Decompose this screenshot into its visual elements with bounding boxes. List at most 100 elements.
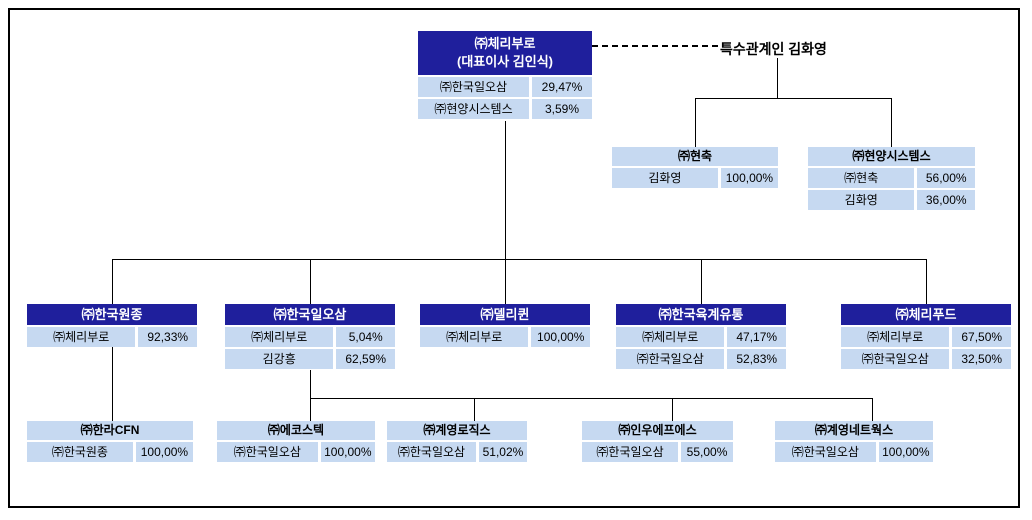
shareholder-pct: 100,00% — [720, 168, 778, 188]
company-name: ㈜체리푸드 — [841, 304, 1011, 325]
subsidiary-box-cherryfood: ㈜체리푸드 ㈜체리부로 67,50% ㈜한국일오삼 32,50% — [841, 304, 1011, 369]
shareholder-pct: 100,00% — [531, 327, 590, 347]
root-company-box: ㈜체리부로 (대표이사 김인식) — [418, 31, 592, 75]
subsidiary-box-hankukilosam: ㈜한국일오삼 ㈜체리부로 5,04% 김강흥 62,59% — [225, 304, 395, 369]
connector-line — [474, 398, 475, 421]
shareholder-name: ㈜한국원종 — [27, 442, 133, 462]
connector-line — [701, 259, 702, 304]
table-row: 김화영 100,00% — [612, 168, 778, 188]
table-row: 김강흥 62,59% — [225, 349, 395, 369]
shareholder-pct: 52,83% — [727, 349, 786, 369]
shareholder-name: ㈜체리부로 — [841, 327, 950, 347]
table-row: ㈜한국일오삼 100,00% — [217, 442, 375, 462]
company-name: ㈜한국원종 — [27, 304, 197, 325]
root-company-name: ㈜체리부로 — [474, 35, 536, 51]
shareholder-name: ㈜한국일오삼 — [775, 442, 876, 462]
company-name: ㈜한국일오삼 — [225, 304, 395, 325]
connector-line — [672, 398, 673, 421]
shareholder-pct: 92,33% — [138, 327, 197, 347]
table-row: ㈜한국일오삼 100,00% — [775, 442, 933, 462]
company-name: ㈜계영네트웍스 — [775, 421, 933, 440]
related-company-box-hyunchuk: ㈜현축 김화영 100,00% — [612, 147, 778, 188]
shareholder-pct: 100,00% — [320, 442, 375, 462]
connector-line — [926, 259, 927, 304]
shareholder-pct: 3,59% — [532, 99, 592, 119]
shareholder-pct: 36,00% — [917, 190, 975, 210]
shareholder-name: ㈜체리부로 — [420, 327, 529, 347]
connector-line — [695, 98, 892, 99]
shareholder-name: ㈜한국일오삼 — [616, 349, 725, 369]
shareholder-pct: 51,02% — [478, 442, 527, 462]
connector-line — [777, 58, 778, 98]
company-name: ㈜현축 — [612, 147, 778, 166]
root-company-ceo: (대표이사 김인식) — [457, 54, 553, 69]
connector-line — [310, 398, 872, 399]
shareholder-pct: 55,00% — [681, 442, 733, 462]
table-row: ㈜한국일오삼 55,00% — [582, 442, 733, 462]
table-row: 김화영 36,00% — [808, 190, 975, 210]
table-row: ㈜한국일오삼 32,50% — [841, 349, 1011, 369]
shareholder-name: ㈜체리부로 — [27, 327, 136, 347]
table-row: ㈜한국일오삼 51,02% — [387, 442, 527, 462]
connector-line — [112, 347, 113, 421]
table-row: ㈜체리부로 5,04% — [225, 327, 395, 347]
second-tier-box-gyeyoungnetworks: ㈜계영네트웍스 ㈜한국일오삼 100,00% — [775, 421, 933, 462]
shareholder-pct: 32,50% — [952, 349, 1011, 369]
table-row: ㈜현축 56,00% — [808, 168, 975, 188]
shareholder-name: ㈜한국일오삼 — [217, 442, 318, 462]
shareholder-name: ㈜한국일오삼 — [387, 442, 476, 462]
connector-line — [112, 259, 927, 260]
related-party-dashed-connector — [592, 45, 718, 47]
company-name: ㈜델리퀸 — [420, 304, 590, 325]
second-tier-box-gyeyounglogics: ㈜계영로직스 ㈜한국일오삼 51,02% — [387, 421, 527, 462]
shareholder-name: 김강흥 — [225, 349, 334, 369]
subsidiary-box-hankukyukgye: ㈜한국육계유통 ㈜체리부로 47,17% ㈜한국일오삼 52,83% — [616, 304, 786, 369]
shareholder-pct: 100,00% — [135, 442, 193, 462]
table-row: ㈜체리부로 100,00% — [420, 327, 590, 347]
related-company-box-hyunyang: ㈜현양시스템스 ㈜현축 56,00% 김화영 36,00% — [808, 147, 975, 210]
shareholder-pct: 29,47% — [532, 77, 592, 97]
related-party-label: 특수관계인 김화영 — [720, 41, 827, 57]
shareholder-name: 김화영 — [612, 168, 718, 188]
connector-line — [505, 121, 506, 259]
second-tier-box-hallacfn: ㈜한라CFN ㈜한국원종 100,00% — [27, 421, 193, 462]
shareholder-pct: 100,00% — [878, 442, 933, 462]
shareholder-name: ㈜한국일오삼 — [582, 442, 679, 462]
connector-line — [505, 259, 506, 304]
root-shareholder-table: ㈜한국일오삼 29,47% ㈜현양시스템스 3,59% — [418, 75, 592, 119]
table-row: ㈜현양시스템스 3,59% — [418, 99, 592, 119]
shareholder-name: 김화영 — [808, 190, 915, 210]
subsidiary-box-deliqueen: ㈜델리퀸 ㈜체리부로 100,00% — [420, 304, 590, 347]
shareholder-pct: 5,04% — [336, 327, 395, 347]
shareholder-name: ㈜한국일오삼 — [841, 349, 950, 369]
connector-line — [310, 370, 311, 421]
company-name: ㈜한국육계유통 — [616, 304, 786, 325]
shareholder-name: ㈜체리부로 — [225, 327, 334, 347]
company-name: ㈜에코스텍 — [217, 421, 375, 440]
table-row: ㈜한국원종 100,00% — [27, 442, 193, 462]
shareholder-name: ㈜현축 — [808, 168, 915, 188]
table-row: ㈜체리부로 92,33% — [27, 327, 197, 347]
table-row: ㈜한국일오삼 52,83% — [616, 349, 786, 369]
diagram-border — [8, 8, 1020, 508]
shareholder-pct: 47,17% — [727, 327, 786, 347]
subsidiary-box-hankukwonjong: ㈜한국원종 ㈜체리부로 92,33% — [27, 304, 197, 347]
company-name: ㈜한라CFN — [27, 421, 193, 440]
connector-line — [112, 259, 113, 304]
shareholder-name: ㈜현양시스템스 — [418, 99, 529, 119]
table-row: ㈜한국일오삼 29,47% — [418, 77, 592, 97]
connector-line — [891, 98, 892, 147]
company-name: ㈜인우에프에스 — [582, 421, 733, 440]
second-tier-box-inwoofs: ㈜인우에프에스 ㈜한국일오삼 55,00% — [582, 421, 733, 462]
connector-line — [310, 259, 311, 304]
shareholder-name: ㈜체리부로 — [616, 327, 725, 347]
connector-line — [695, 98, 696, 147]
shareholder-pct: 62,59% — [336, 349, 395, 369]
connector-line — [872, 398, 873, 421]
company-name: ㈜계영로직스 — [387, 421, 527, 440]
shareholder-name: ㈜한국일오삼 — [418, 77, 529, 97]
table-row: ㈜체리부로 67,50% — [841, 327, 1011, 347]
company-name: ㈜현양시스템스 — [808, 147, 975, 166]
shareholder-pct: 56,00% — [917, 168, 975, 188]
